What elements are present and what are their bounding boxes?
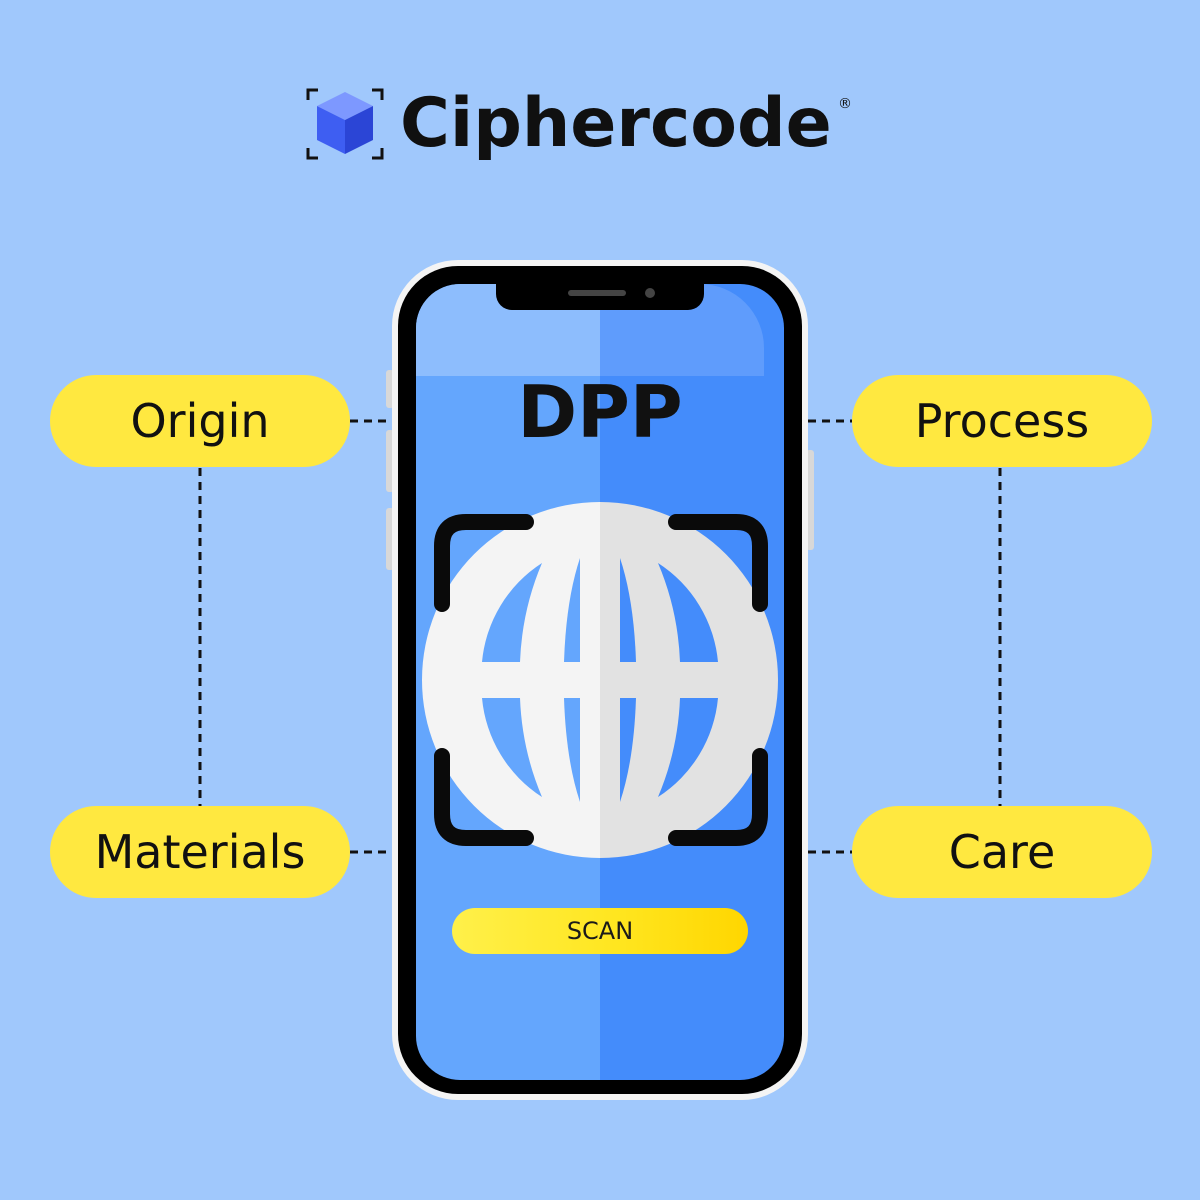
- globe-icon: [422, 502, 778, 858]
- phone-speaker: [568, 290, 626, 296]
- registered-mark: ®: [838, 96, 852, 112]
- node-materials: Materials: [50, 806, 350, 898]
- node-care: Care: [852, 806, 1152, 898]
- phone-camera: [645, 288, 655, 298]
- node-origin: Origin: [50, 375, 350, 467]
- connector-lines: [198, 419, 1002, 854]
- brand-header: Ciphercode: [302, 86, 832, 162]
- scan-frame-icon: [434, 514, 768, 846]
- node-process: Process: [852, 375, 1152, 467]
- screen-title: DPP: [517, 370, 683, 454]
- brand-logo-slot: [302, 87, 386, 161]
- brand-name: Ciphercode: [400, 84, 832, 163]
- scan-button[interactable]: SCAN: [452, 908, 748, 954]
- cube-logo-icon: [306, 88, 384, 160]
